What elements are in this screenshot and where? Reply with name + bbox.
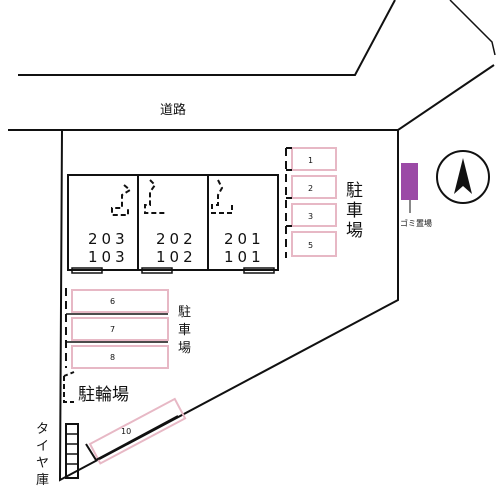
bicycle-parking: 駐輪場 xyxy=(63,371,129,405)
space-number: 6 xyxy=(110,297,115,306)
parking-space xyxy=(88,397,187,465)
parking-space xyxy=(71,289,169,313)
parking-label-char: 駐 xyxy=(178,305,191,320)
parking-space xyxy=(291,203,337,227)
space-number: 7 xyxy=(110,325,115,334)
entrance-mark xyxy=(211,179,233,214)
parking-label-char: 場 xyxy=(178,341,191,356)
parking-east: 1 2 3 5 駐 車 場 xyxy=(285,147,363,258)
unit-202: 202 xyxy=(156,230,197,248)
parking-label-char: 駐 xyxy=(346,181,363,201)
apartment-building: 203 202 201 103 102 101 xyxy=(67,174,279,274)
parking-label-char: 車 xyxy=(346,201,363,221)
space-number: 10 xyxy=(121,427,131,436)
unit-103: 103 xyxy=(88,248,129,266)
parking-label-char: 場 xyxy=(346,221,363,241)
tire-storage-label-char: 庫 xyxy=(36,473,49,488)
garbage-box xyxy=(401,163,418,200)
space-number: 5 xyxy=(308,241,313,250)
garbage-area: ゴミ置場 xyxy=(400,163,432,228)
parking-label-char: 車 xyxy=(178,323,191,338)
road-edge-curb xyxy=(449,0,496,56)
parking-west: 6 7 8 駐 車 場 xyxy=(65,288,191,369)
parking-diagonal: 10 xyxy=(85,397,187,465)
unit-101: 101 xyxy=(224,248,265,266)
road-label: 道路 xyxy=(160,102,186,118)
parking-space xyxy=(291,175,337,199)
tire-storage-label-char: タ xyxy=(36,422,49,437)
entrance-mark xyxy=(144,179,165,214)
tire-storage: タ イ ヤ 庫 xyxy=(36,422,79,488)
space-number: 2 xyxy=(308,184,313,193)
parking-space xyxy=(71,345,169,369)
tire-storage-label-char: イ xyxy=(36,439,49,454)
space-number: 3 xyxy=(308,212,313,221)
space-number: 1 xyxy=(308,156,313,165)
entrance-mark xyxy=(111,184,132,216)
garbage-label: ゴミ置場 xyxy=(400,218,432,228)
unit-201: 201 xyxy=(224,230,265,248)
lot-boundary xyxy=(58,129,399,482)
road-edge-top xyxy=(18,0,396,76)
tire-storage-label-char: ヤ xyxy=(36,456,49,471)
space-number: 8 xyxy=(110,353,115,362)
parking-space xyxy=(291,147,337,171)
unit-102: 102 xyxy=(156,248,197,266)
parking-space xyxy=(71,317,169,341)
north-arrow-icon xyxy=(436,150,490,204)
bicycle-parking-label: 駐輪場 xyxy=(78,385,129,405)
parking-space xyxy=(291,231,337,257)
unit-203: 203 xyxy=(88,230,129,248)
